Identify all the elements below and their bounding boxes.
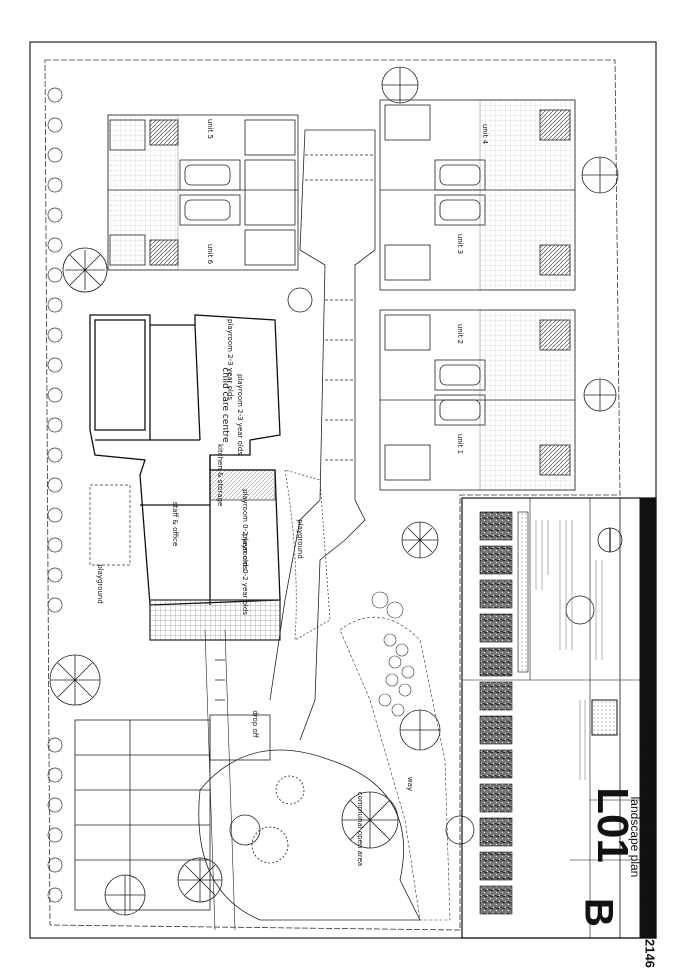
central-driveway — [269, 129, 376, 741]
unit-label: unit 6 — [206, 243, 214, 265]
residential-block-west — [107, 114, 299, 271]
unit-label: unit 5 — [206, 118, 214, 140]
playroom-label-1: playroom 2-3 year olds — [226, 319, 234, 400]
playroom-label-4: playroom 0-2 year olds — [241, 534, 249, 615]
drop-off-label: drop off — [251, 710, 259, 738]
title-block — [461, 497, 657, 939]
sheet-border — [29, 41, 657, 939]
playground-label-right: playground — [296, 519, 304, 559]
child-care-centre-building — [89, 314, 281, 641]
kitchen-label: kitchen & storage — [216, 444, 224, 507]
car-parking-area — [74, 629, 271, 931]
east-garden-shrubs — [339, 591, 451, 921]
communal-open-area — [198, 749, 421, 921]
legend-text-lines — [535, 520, 603, 780]
legend-swatches — [479, 511, 529, 915]
site-boundary — [44, 59, 621, 931]
drawing-title: 54 bindong road, toongabbie NSW 2146 — [642, 723, 658, 968]
playground-area — [89, 469, 331, 641]
unit-label: unit 4 — [481, 123, 489, 145]
sheet-number: L01 — [588, 787, 637, 863]
unit-label: unit 2 — [456, 323, 464, 345]
landscape-plan-drawing — [29, 41, 657, 939]
communal-open-area-label: communal open area — [356, 791, 364, 867]
boundary-hedge-left — [47, 87, 63, 903]
residential-block-east-1 — [379, 99, 576, 291]
unit-label: unit 1 — [456, 433, 464, 455]
unit-label: unit 3 — [456, 233, 464, 255]
residential-block-east-2 — [379, 309, 576, 491]
revision-letter: B — [576, 898, 621, 927]
staff-office-label: staff & office — [171, 501, 179, 547]
playroom-label-2: playroom 2-3 year olds — [236, 374, 244, 455]
playground-label-left: playground — [96, 564, 104, 604]
way-label: way — [406, 776, 414, 792]
